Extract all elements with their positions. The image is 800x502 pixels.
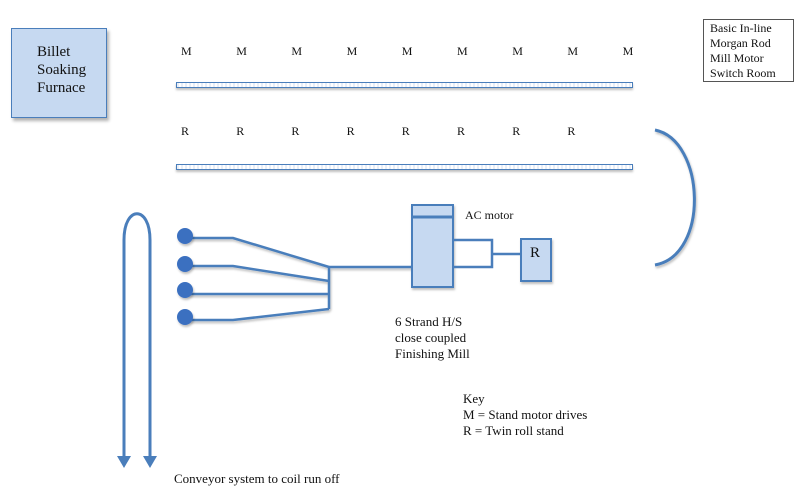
finishing-stand-label: R: [530, 245, 541, 261]
motor-drive-label: M: [567, 44, 579, 58]
motor-drive-label: M: [622, 44, 634, 58]
strand-lines: [185, 236, 412, 322]
roll-stand-label: R: [346, 124, 355, 138]
furnace-label-line: Soaking: [37, 62, 87, 78]
roll-stand-label: R: [236, 124, 245, 138]
strand-node: [177, 282, 193, 298]
finishing-mill-line: 6 Strand H/S: [395, 314, 463, 329]
finishing-mill-line: close coupled: [395, 330, 467, 345]
motor-drive-label: M: [236, 44, 247, 58]
return-loop-arc: [654, 128, 696, 267]
motor-to-stand-link: [453, 238, 521, 269]
conveyor-arrow-left: [117, 456, 131, 468]
title-line: Switch Room: [710, 66, 776, 80]
motor-drive-label: M: [457, 44, 468, 58]
title-line: Morgan Rod: [710, 36, 771, 50]
title-line: Mill Motor: [710, 51, 764, 65]
roll-stand-label: R: [567, 124, 576, 138]
strand-node: [177, 228, 193, 244]
motor-rail: [176, 82, 633, 88]
strand-node: [177, 256, 193, 272]
motor-drive-label: M: [346, 44, 358, 58]
roll-stand-label: R: [291, 124, 300, 138]
roll-stand-rail: [176, 164, 633, 170]
roll-stand-label: R: [181, 124, 190, 138]
key-title: Key: [463, 391, 485, 406]
motor-drive-label: M: [512, 44, 523, 58]
switch-room-title-box: Basic In-line Morgan Rod Mill Motor Swit…: [703, 19, 794, 82]
finishing-roll-stand: [520, 238, 552, 282]
ac-motor: [411, 204, 454, 288]
strand-line: [185, 264, 330, 283]
conveyor-loop: [122, 212, 152, 458]
motor-drive-label: M: [291, 44, 303, 58]
key-item-m: M = Stand motor drives: [463, 407, 588, 422]
key-legend: Key M = Stand motor drives R = Twin roll…: [463, 391, 587, 439]
roll-stand-label: R: [401, 124, 410, 138]
roll-stand-label: R: [457, 124, 466, 138]
furnace-label-line: Billet: [37, 44, 71, 60]
strand-nodes: [177, 228, 193, 325]
motor-drive-label: M: [181, 44, 192, 58]
conveyor-arrow-right: [143, 456, 157, 468]
title-line: Basic In-line: [710, 21, 772, 35]
finishing-mill-label: 6 Strand H/S close coupled Finishing Mil…: [395, 314, 470, 362]
conveyor-label: Conveyor system to coil run off: [174, 471, 340, 486]
finishing-mill-line: Finishing Mill: [395, 346, 470, 361]
roll-stand-label: R: [512, 124, 521, 138]
billet-soaking-furnace: Billet Soaking Furnace: [11, 28, 107, 118]
strand-line: [185, 307, 330, 322]
ac-motor-label: AC motor: [465, 208, 514, 222]
strand-node: [177, 309, 193, 325]
strand-line: [185, 236, 330, 269]
key-item-r: R = Twin roll stand: [463, 423, 564, 438]
furnace-label-line: Furnace: [37, 80, 86, 96]
motor-drive-label: M: [401, 44, 413, 58]
